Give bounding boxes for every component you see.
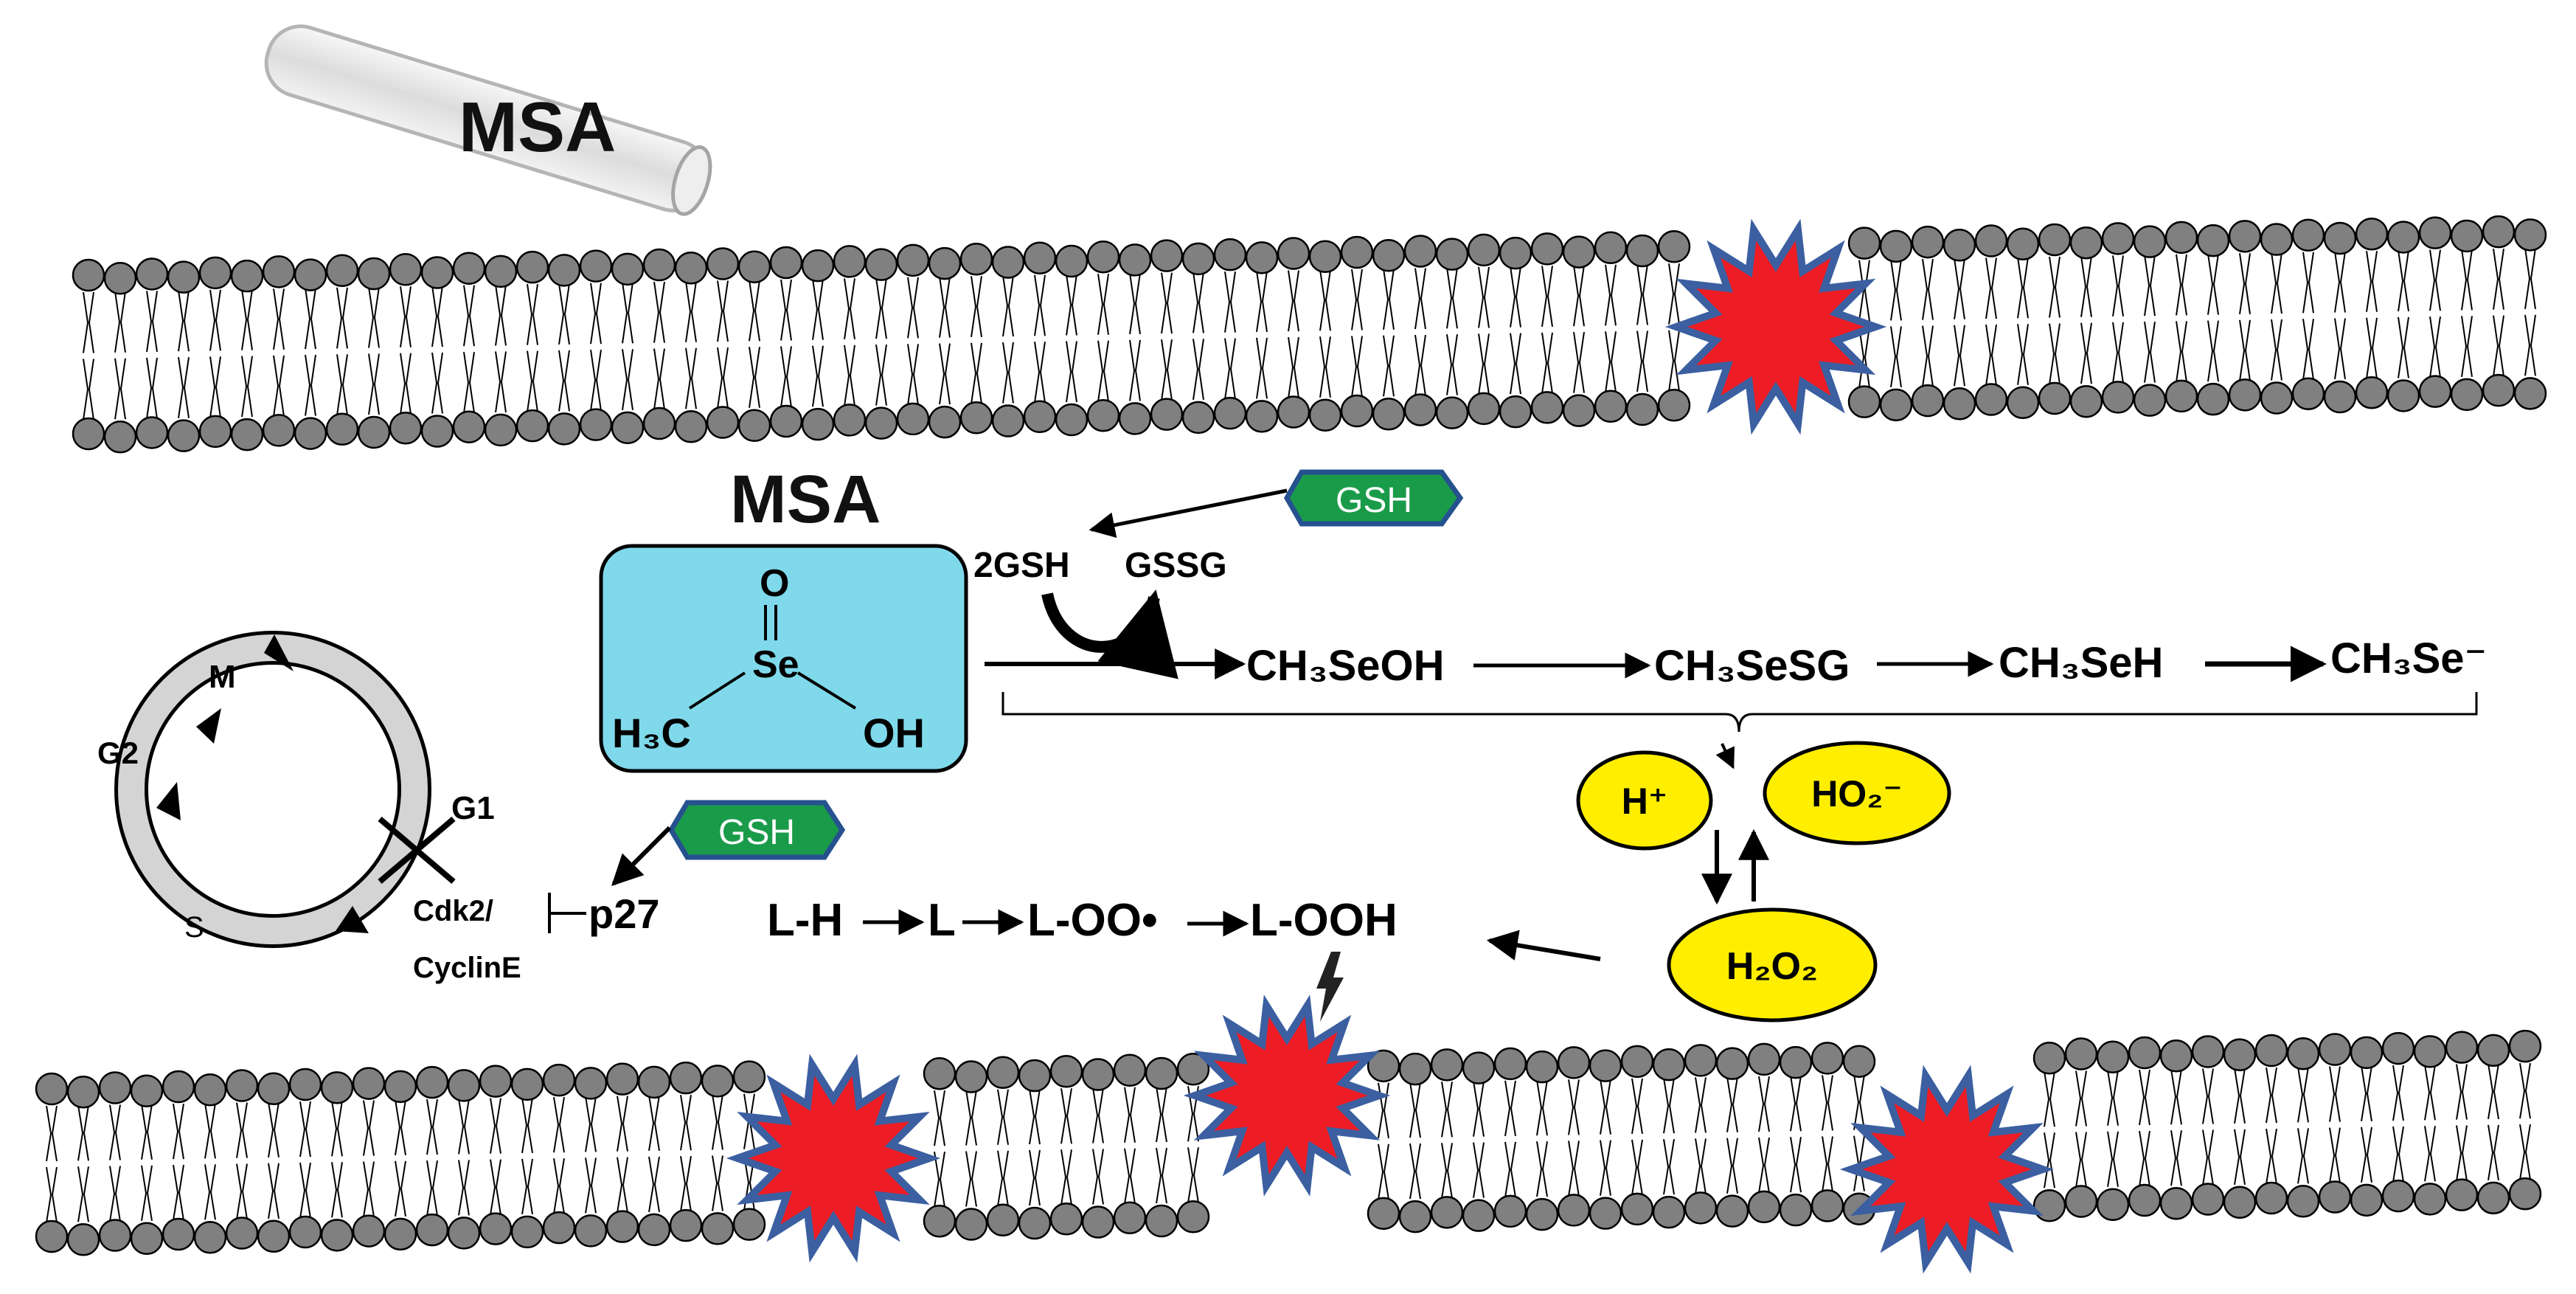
msa-top-label: MSA (459, 88, 616, 167)
ch3seoh-label: CH₃SeOH (1246, 642, 1445, 690)
lipid-peroxyl-label: L-OO• (1027, 895, 1158, 946)
h-plus-node: H⁺ (1576, 750, 1713, 851)
ch3se-anion-label: CH₃Se⁻ (2330, 634, 2487, 682)
cycline-label: CyclinE (413, 952, 521, 984)
svg-text:HO₂⁻: HO₂⁻ (1811, 773, 1903, 814)
test-tube-icon (264, 24, 712, 216)
gsh-to-2gsh-arrow (1089, 488, 1288, 538)
msa-box-title: MSA (730, 462, 881, 537)
cycle-arrowhead-m (264, 634, 294, 671)
cycle-arrowhead-s (336, 906, 369, 933)
inhibition-bar-icon (548, 893, 586, 933)
gsh-to-p27-arrow (611, 826, 672, 886)
gsh-badge-top: GSH (1283, 469, 1464, 527)
ch3seh-label: CH₃SeH (1999, 639, 2163, 687)
svg-text:H₂O₂: H₂O₂ (1726, 945, 1818, 988)
hydroperoxyl-anion-node: HO₂⁻ (1763, 741, 1951, 845)
lower-cell-membrane (35, 1029, 2542, 1256)
phase-g2-label: G2 (97, 736, 139, 770)
lightning-bolt-icon (1316, 952, 1344, 1022)
svg-text:GSH: GSH (1336, 481, 1412, 520)
glutathione-oxidation-arrow (1041, 589, 1178, 679)
lipid-lh-label: L-H (767, 895, 843, 946)
phase-m-label: M (209, 659, 236, 695)
g1-block-cross-icon (378, 816, 456, 885)
svg-text:GSH: GSH (718, 813, 795, 852)
two-gsh-label: 2GSH (973, 546, 1070, 585)
gsh-badge-left: GSH (667, 800, 846, 860)
ch3sesg-label: CH₃SeSG (1654, 642, 1850, 690)
hydroxyl-group: OH (863, 710, 925, 756)
phase-g1-label: G1 (451, 790, 495, 826)
h2o2-to-lipid-arrow (1486, 930, 1601, 961)
svg-text:H⁺: H⁺ (1622, 781, 1668, 822)
membrane-damage-burst-upper (1664, 218, 1887, 435)
p27-label: p27 (589, 890, 660, 937)
membrane-damage-burst-lower-middle (1183, 994, 1391, 1197)
oxygen-atom: O (760, 562, 789, 605)
membrane-damage-burst-lower-left (726, 1053, 941, 1263)
membrane-damage-burst-lower-right (1839, 1065, 2055, 1274)
hydrogen-peroxide-node: H₂O₂ (1667, 907, 1878, 1023)
cycle-arrowhead-g2-upper (196, 708, 221, 744)
gssg-label: GSSG (1125, 546, 1227, 585)
selenium-atom: Se (752, 643, 799, 686)
msa-structure-box (599, 544, 968, 773)
methyl-group: H₃C (612, 710, 691, 756)
pathway-brace (1001, 692, 2478, 733)
upper-cell-membrane (72, 215, 2547, 454)
phase-s-label: S (184, 911, 204, 944)
lipid-hydroperoxide-label: L-OOH (1250, 895, 1398, 946)
cycle-arrowhead-g2-lower (156, 782, 181, 820)
cdk2-label: Cdk2/ (413, 895, 493, 927)
lipid-radical-label: L (928, 895, 956, 946)
